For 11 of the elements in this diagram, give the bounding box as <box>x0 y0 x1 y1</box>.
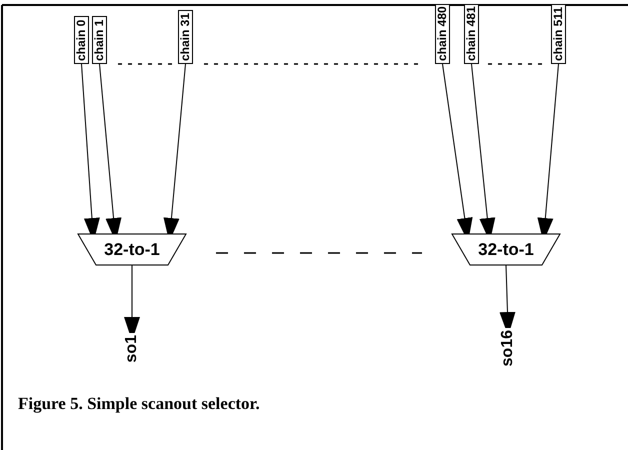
output-label: so1 <box>124 335 140 363</box>
scan-chain-box: chain 1 <box>92 16 107 64</box>
scan-chain-box: chain 480 <box>435 4 450 64</box>
scan-chain-box: chain 481 <box>464 4 479 64</box>
output-label: so16 <box>500 330 516 366</box>
scan-chain-box: chain 31 <box>178 10 193 64</box>
figure-caption: Figure 5. Simple scanout selector. <box>18 394 260 414</box>
multiplexer-label: 32-to-1 <box>478 240 534 260</box>
scan-chain-box: chain 0 <box>74 16 89 64</box>
scan-chain-box: chain 511 <box>551 4 566 64</box>
multiplexer-label: 32-to-1 <box>104 240 160 260</box>
